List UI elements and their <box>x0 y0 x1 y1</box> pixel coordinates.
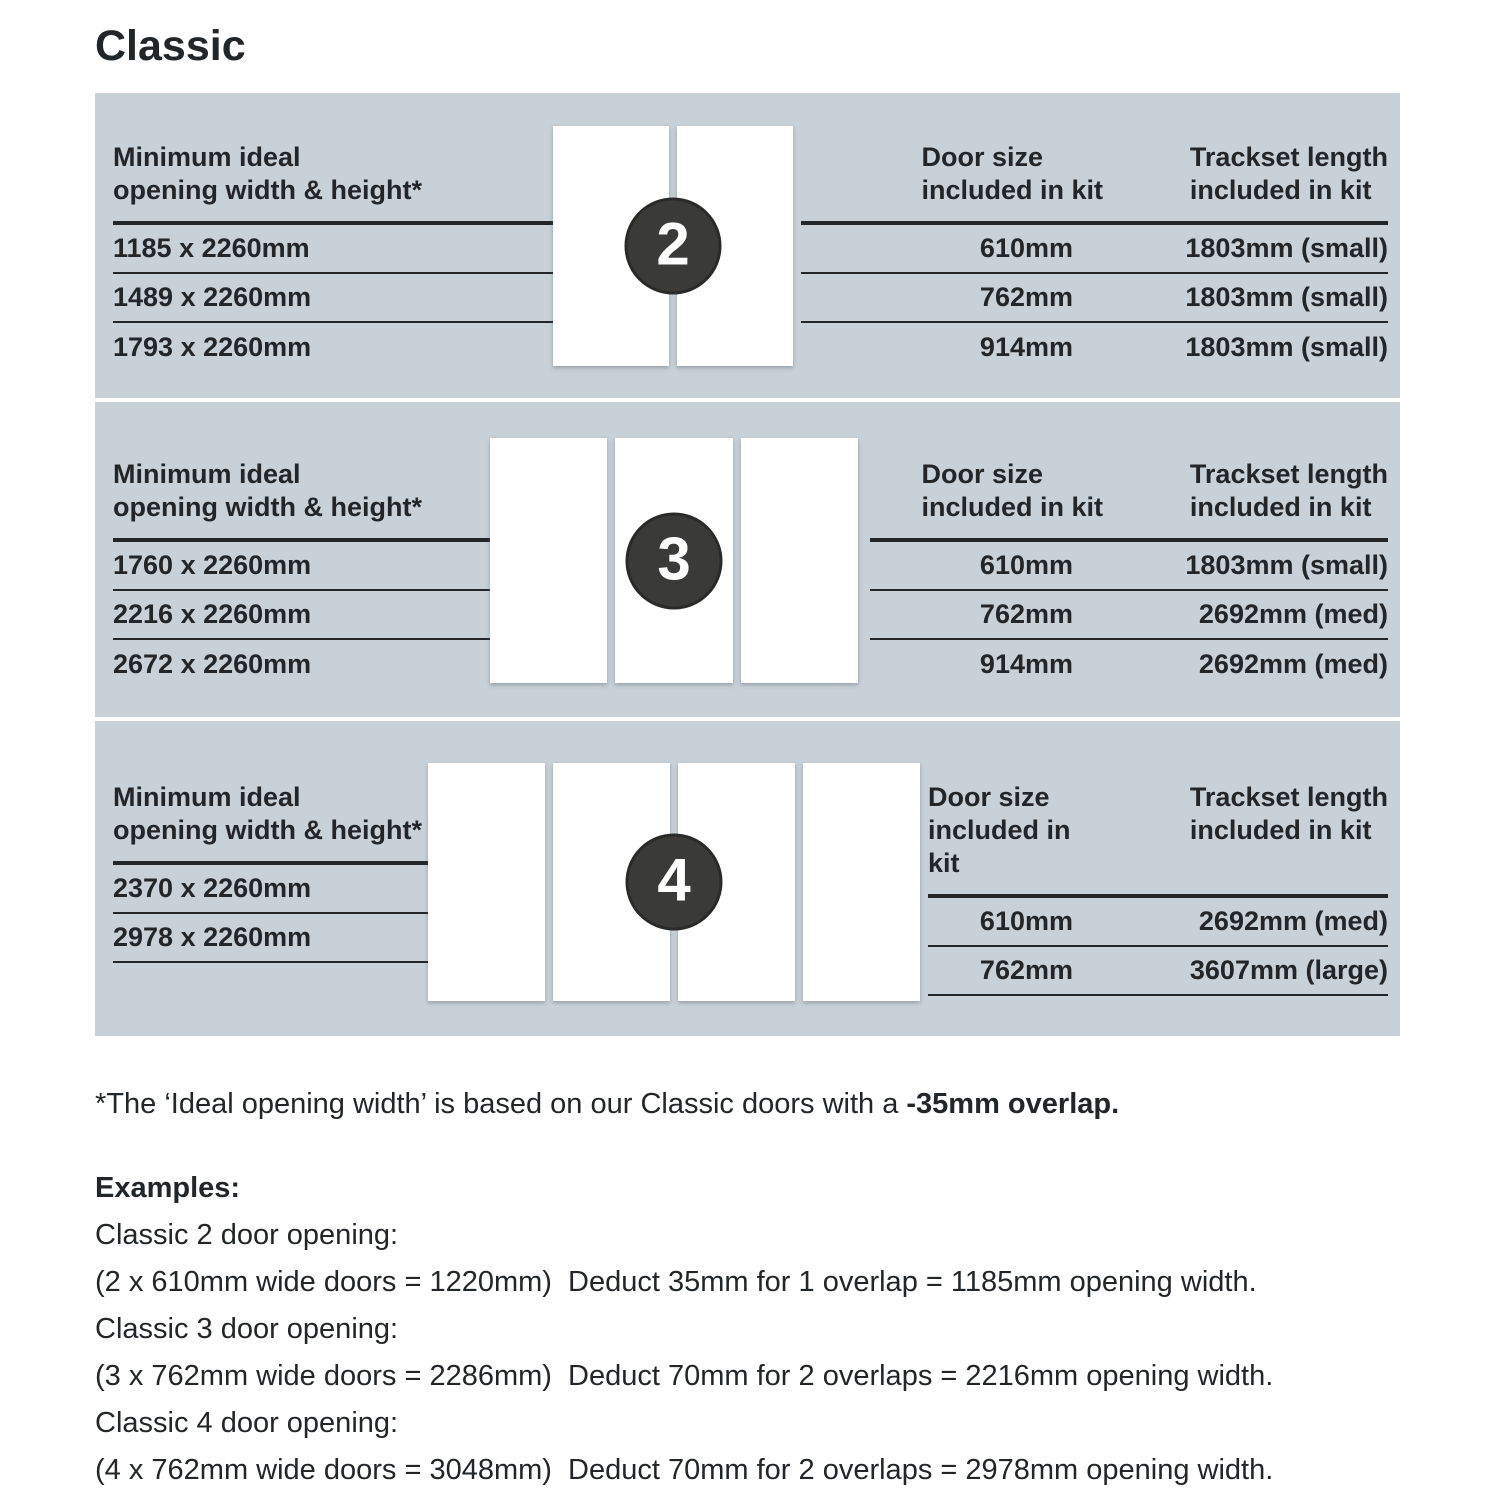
example-heading: Classic 2 door opening: <box>95 1219 399 1251</box>
kit-column: Door size included in kit Trackset length… <box>870 458 1388 717</box>
door-size-header: Door size included in kit <box>801 141 1103 221</box>
opening-size-cell: 2370 x 2260mm <box>113 865 428 914</box>
kit-column: Door size included in kit Trackset length… <box>928 781 1388 1036</box>
footnote: *The ‘Ideal opening width’ is based on o… <box>95 1088 1405 1121</box>
opening-column: Minimum ideal opening width & height*118… <box>113 141 553 398</box>
trackset-cell: 1803mm (small) <box>1185 233 1388 263</box>
example-calculation: (2 x 610mm wide doors = 1220mm) Deduct 3… <box>95 1266 1257 1298</box>
door-panels <box>428 763 920 1001</box>
door-size-cell: 610mm <box>979 550 1073 580</box>
trackset-header: Trackset length included in kit <box>1103 141 1388 221</box>
door-size-header: Door size included in kit <box>870 458 1103 538</box>
door-size-header-text: Door size included in kit <box>928 782 1071 878</box>
kit-column: Door size included in kit Trackset length… <box>801 141 1388 398</box>
trackset-header-text: Trackset length included in kit <box>1189 142 1388 205</box>
example-calculation: (4 x 762mm wide doors = 3048mm) Deduct 7… <box>95 1454 1274 1486</box>
examples-list: Classic 2 door opening: (2 x 610mm wide d… <box>95 1212 1405 1494</box>
trackset-cell: 1803mm (small) <box>1185 282 1388 312</box>
kit-row: 610mm 2692mm (med) <box>928 898 1388 947</box>
trackset-header: Trackset length included in kit <box>1103 781 1388 894</box>
opening-size-cell: 2216 x 2260mm <box>113 591 490 640</box>
trackset-header-text: Trackset length included in kit <box>1189 782 1388 845</box>
door-size-header-text: Door size included in kit <box>921 142 1103 205</box>
opening-size-cell: 2978 x 2260mm <box>113 914 428 963</box>
opening-size-cell: 1793 x 2260mm <box>113 332 312 362</box>
kit-row: 762mm 3607mm (large) <box>928 947 1388 996</box>
door-size-cell: 610mm <box>979 906 1073 936</box>
page-title: Classic <box>95 22 246 70</box>
door-count-badge: 4 <box>625 833 723 931</box>
opening-header: Minimum ideal opening width & height* <box>113 781 428 865</box>
trackset-cell: 2692mm (med) <box>1198 906 1388 936</box>
example-heading: Classic 3 door opening: <box>95 1313 399 1345</box>
door-size-cell: 610mm <box>979 233 1073 263</box>
opening-header: Minimum ideal opening width & height* <box>113 141 553 225</box>
door-size-cell: 914mm <box>979 332 1073 362</box>
section-4-door: Minimum ideal opening width & height*237… <box>95 717 1400 1036</box>
kit-row: 610mm 1803mm (small) <box>801 225 1388 274</box>
kit-row: 762mm 2692mm (med) <box>870 591 1388 640</box>
examples-title: Examples: <box>95 1172 241 1204</box>
example-heading: Classic 4 door opening: <box>95 1407 399 1439</box>
section-2-door: Minimum ideal opening width & height*118… <box>95 93 1400 398</box>
trackset-cell: 1803mm (small) <box>1185 550 1388 580</box>
kit-header-row: Door size included in kit Trackset length… <box>801 141 1388 225</box>
door-size-header: Door size included in kit <box>928 781 1103 894</box>
opening-size-cell: 1185 x 2260mm <box>113 225 553 274</box>
opening-column: Minimum ideal opening width & height*176… <box>113 458 490 717</box>
trackset-cell: 2692mm (med) <box>1198 599 1388 629</box>
door-diagram: 2 <box>553 126 793 366</box>
door-diagram: 4 <box>428 763 920 1001</box>
kit-row: 914mm 2692mm (med) <box>870 640 1388 689</box>
trackset-header: Trackset length included in kit <box>1103 458 1388 538</box>
trackset-cell: 1803mm (small) <box>1185 332 1388 362</box>
trackset-cell: 2692mm (med) <box>1198 649 1388 679</box>
kit-row: 914mm 1803mm (small) <box>801 323 1388 372</box>
trackset-cell: 3607mm (large) <box>1189 955 1388 985</box>
spec-panel: Minimum ideal opening width & height*118… <box>95 93 1400 1036</box>
door-count-badge: 3 <box>625 512 723 609</box>
trackset-header-text: Trackset length included in kit <box>1189 459 1388 522</box>
opening-column: Minimum ideal opening width & height*237… <box>113 781 428 1036</box>
door-diagram: 3 <box>490 438 858 683</box>
kit-header-row: Door size included in kit Trackset length… <box>928 781 1388 898</box>
kit-row: 762mm 1803mm (small) <box>801 274 1388 323</box>
door-size-cell: 914mm <box>979 649 1073 679</box>
opening-header: Minimum ideal opening width & height* <box>113 458 490 542</box>
kit-header-row: Door size included in kit Trackset length… <box>870 458 1388 542</box>
door-count-badge: 2 <box>624 197 722 295</box>
opening-size-cell: 2672 x 2260mm <box>113 649 312 679</box>
footnote-text: *The ‘Ideal opening width’ is based on o… <box>95 1088 907 1120</box>
door-panels <box>490 438 858 683</box>
section-3-door: Minimum ideal opening width & height*176… <box>95 398 1400 717</box>
opening-size-cell: 1760 x 2260mm <box>113 542 490 591</box>
door-panel <box>428 763 545 1001</box>
door-size-cell: 762mm <box>979 955 1073 985</box>
door-panel <box>490 438 608 683</box>
door-size-cell: 762mm <box>979 599 1073 629</box>
door-panel <box>740 438 858 683</box>
footnote-bold-text: -35mm overlap. <box>906 1088 1120 1120</box>
kit-row: 610mm 1803mm (small) <box>870 542 1388 591</box>
door-size-cell: 762mm <box>979 282 1073 312</box>
door-panel <box>803 763 920 1001</box>
opening-size-cell: 1489 x 2260mm <box>113 274 553 323</box>
door-size-header-text: Door size included in kit <box>921 459 1103 522</box>
example-calculation: (3 x 762mm wide doors = 2286mm) Deduct 7… <box>95 1360 1274 1392</box>
